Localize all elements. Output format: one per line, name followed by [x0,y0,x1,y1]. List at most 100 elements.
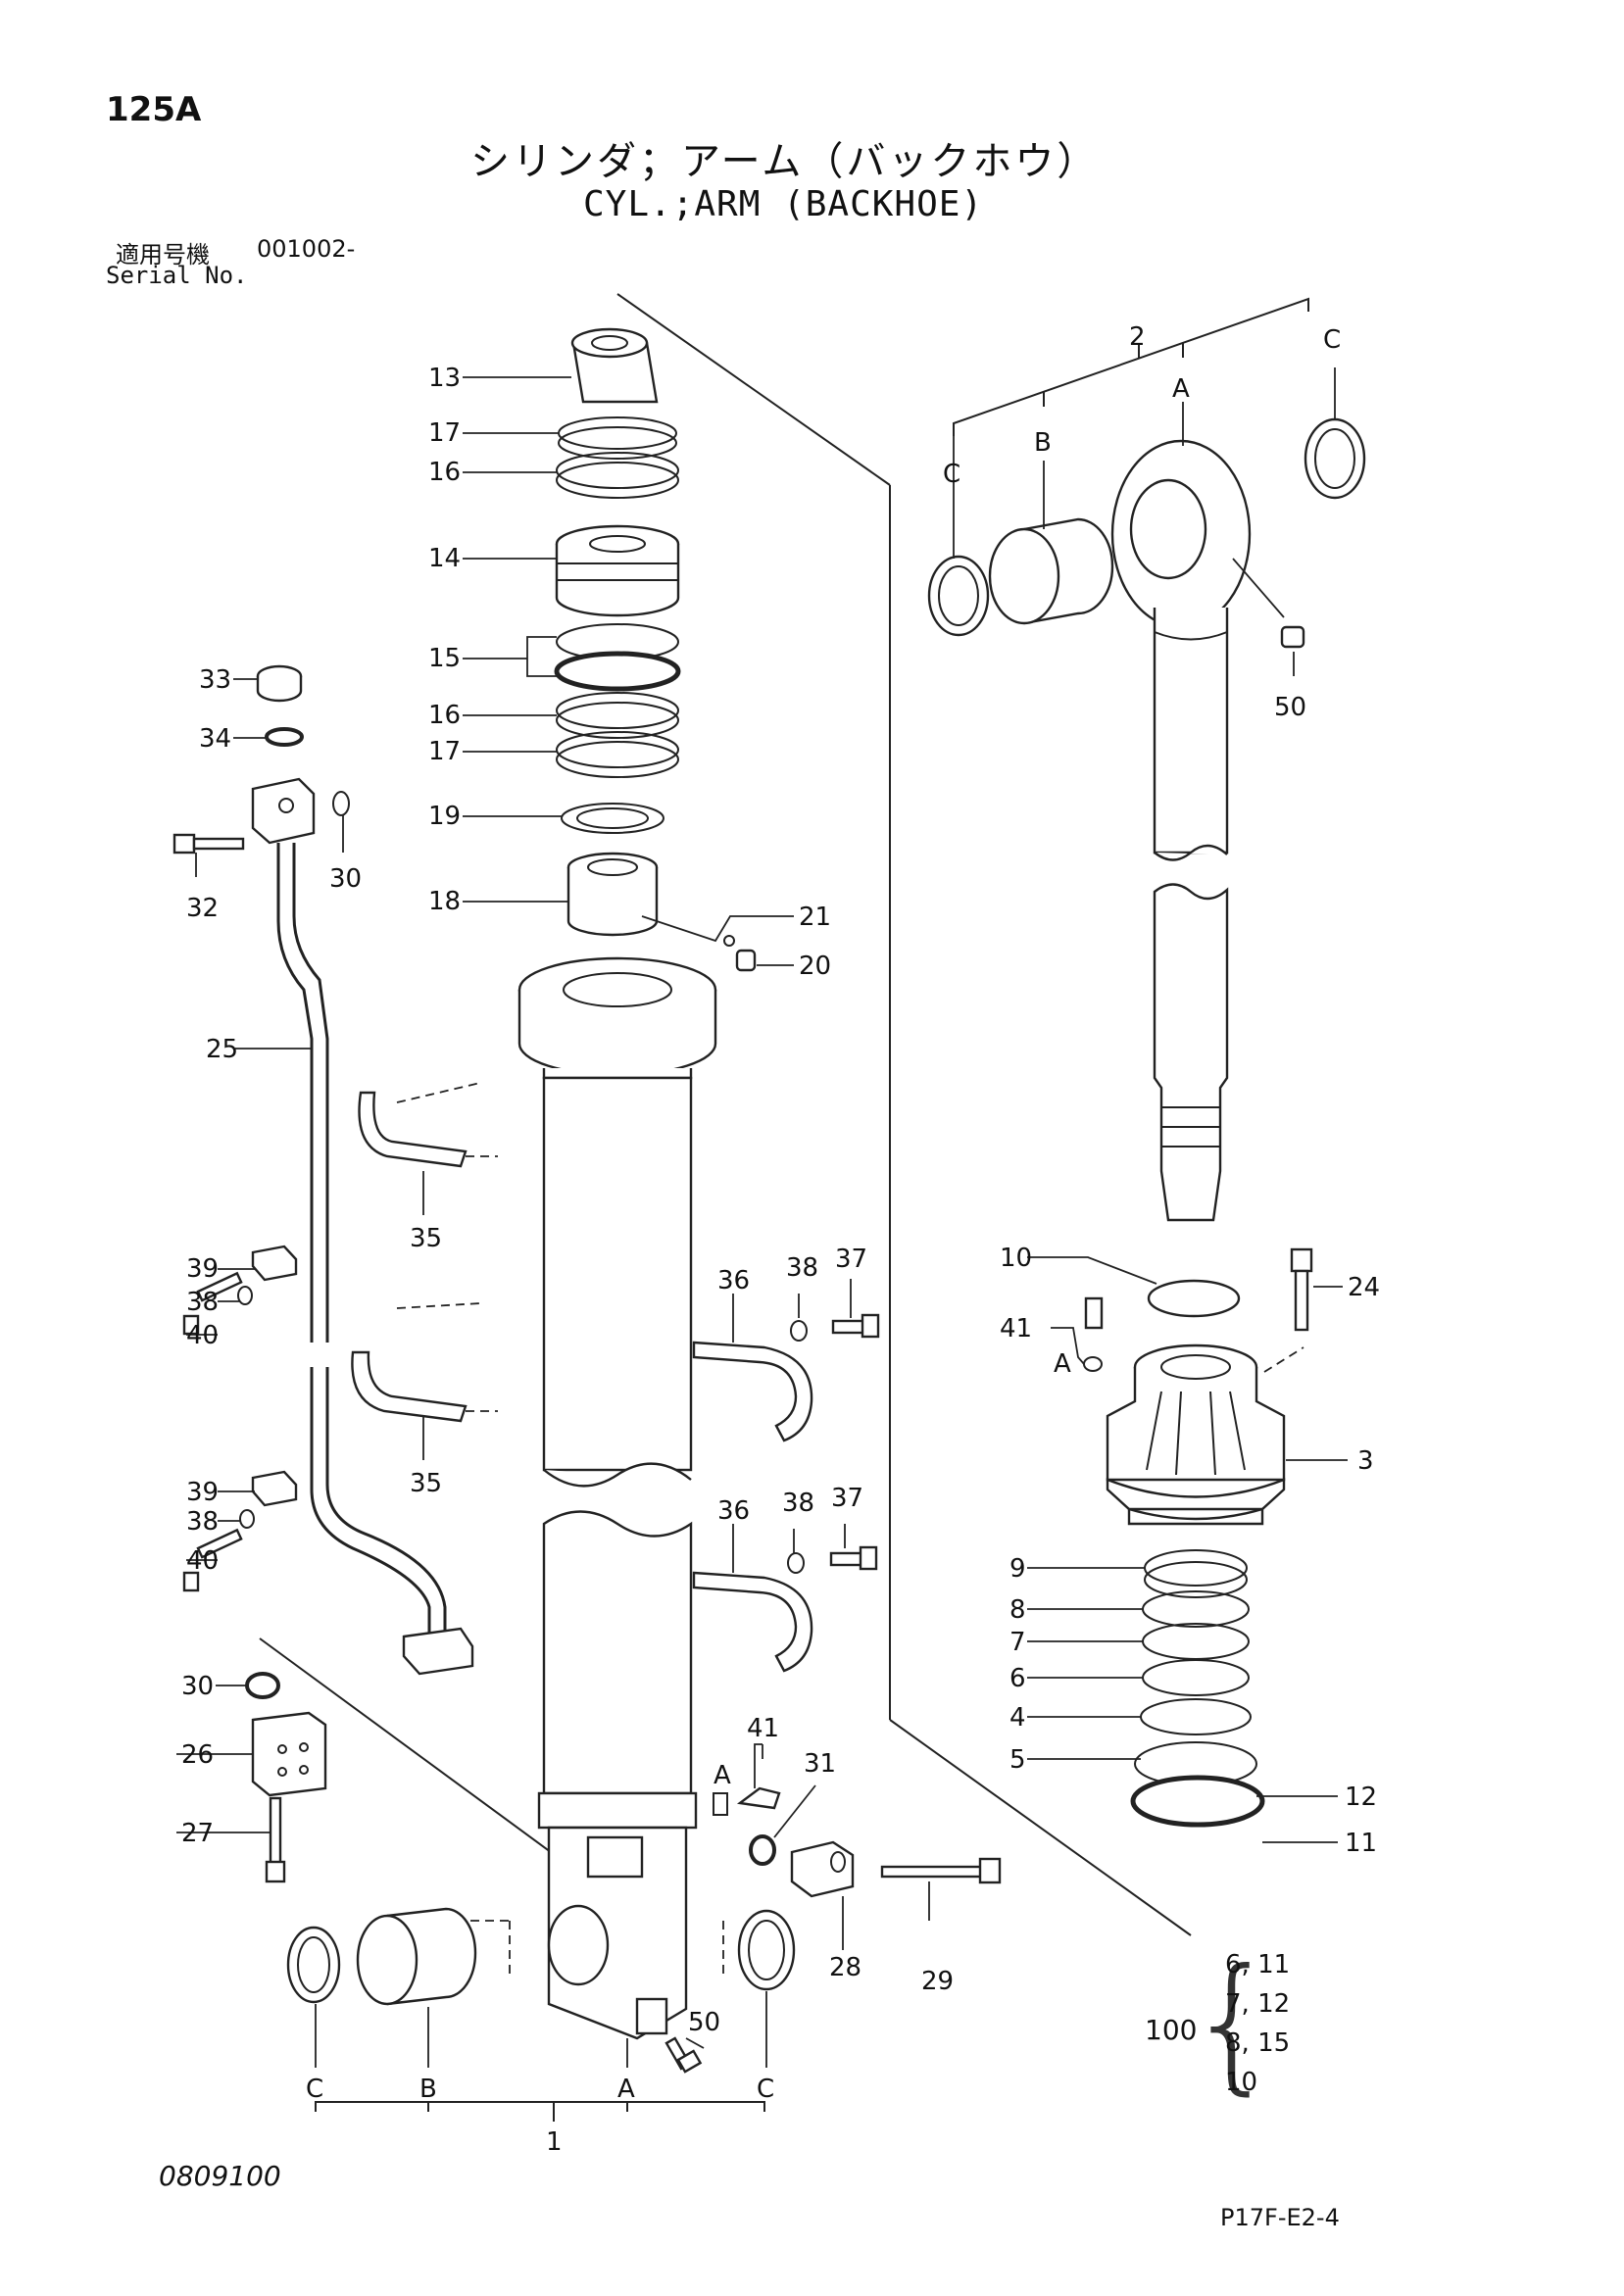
bushing-B-seals-C-upper [927,417,1366,649]
bushing-and-seals-lower [286,1907,796,2006]
bolt-32 [172,833,245,855]
callout: 35 [410,1224,442,1253]
elbow-block [251,777,350,845]
assembly-1-bracket [315,1991,767,2122]
kit-item: 7, 12 [1225,1989,1291,2019]
kit-number: 100 [1145,2014,1198,2046]
bolt-50-lower [664,2036,703,2074]
callout: A [1172,374,1190,404]
serial-label-english: Serial No. [106,262,248,289]
callout: 50 [688,2008,720,2037]
callout: 6 [1009,1664,1026,1693]
callout: 28 [829,1953,861,1982]
leader-lines [176,367,1348,2049]
callout: 41 [1000,1314,1032,1343]
title-english: CYL.;ARM (BACKHOE) [583,184,984,224]
bushing-13 [570,327,659,404]
title-japanese: シリンダ；アーム（バックホウ） [470,139,1100,184]
callout: 50 [1274,693,1306,722]
callout: C [757,2075,774,2104]
callout: 36 [717,1266,750,1295]
callout: 21 [799,903,831,932]
piston-14 [555,524,680,617]
callout: 7 [1009,1628,1026,1657]
port-block-28-bolt-29 [713,1786,1002,1898]
kit-item: 10 [1225,2068,1258,2097]
callout: 25 [206,1035,238,1064]
callout: 35 [410,1469,442,1498]
oring-30 [245,1672,280,1699]
callout: 10 [1000,1244,1032,1273]
serial-value: 001002- [257,235,356,263]
callout: 41 [747,1714,779,1743]
callout: 15 [428,644,461,673]
callout-labels: 13 17 16 14 15 16 17 19 18 21 20 33 34 3… [181,322,1380,2157]
callout: 39 [186,1254,219,1284]
oring-10-bolt-24-fitting-41 [1083,1247,1313,1372]
callout: A [714,1761,731,1790]
callout: 37 [831,1484,863,1513]
callout: 38 [782,1489,814,1518]
callout: 33 [199,665,231,695]
rod-head-flange [517,956,717,1080]
callout: B [419,2075,437,2104]
callout: 13 [428,364,461,393]
callout: 5 [1009,1745,1026,1775]
callout: 1 [546,2127,563,2157]
callout: 31 [804,1749,836,1779]
callout: 38 [186,1507,219,1537]
callout: C [943,460,960,489]
callout: A [1054,1349,1071,1379]
callout: 3 [1357,1446,1374,1476]
callout: 27 [181,1819,214,1848]
callout: 38 [786,1253,818,1283]
clip-39-40 [182,1245,298,1592]
assembly-2-bracket [953,297,1309,436]
callout: 17 [428,737,461,766]
callout: 38 [186,1288,219,1317]
seal-stack-9-to-11 [1130,1549,1265,1828]
seal-rings-17-16 [556,416,679,499]
callout: 14 [428,544,461,573]
setscrew-20-ball-21 [723,935,757,972]
document-number: 0809100 [159,2160,281,2192]
page-code: 125A [106,90,202,129]
callout: B [1034,428,1052,458]
callout: 36 [717,1496,750,1526]
serial-label-japanese: 適用号機 [116,241,210,269]
callout: 32 [186,894,219,923]
callout: 24 [1348,1273,1380,1302]
cylinder-tube-lower [537,1510,698,2040]
callout: 37 [835,1245,867,1274]
callout: 16 [428,701,461,730]
clamps-35 [351,1082,498,1423]
callout: 9 [1009,1554,1026,1584]
callout: A [617,2075,635,2104]
callout: 12 [1345,1783,1377,1812]
kit-brace: { [1186,1938,1280,2109]
kit-item: 8, 15 [1225,2028,1291,2058]
clamps-36-bolts-37-38 [692,1313,880,1673]
rod-eye [1110,439,1252,1222]
callout: 19 [428,802,461,831]
callout: 17 [428,418,461,448]
callout: C [1323,325,1341,355]
washer-19 [561,803,664,834]
block-26-bolt-27 [251,1711,327,1883]
callout: 20 [799,952,831,981]
callout: 30 [181,1672,214,1701]
callout: 26 [181,1740,214,1770]
callout: 16 [428,458,461,487]
gland-3 [1106,1343,1304,1526]
callout: 18 [428,887,461,916]
callout: 8 [1009,1595,1026,1625]
callout: C [306,2075,323,2104]
callout: 40 [186,1321,219,1350]
callout: 4 [1009,1703,1026,1733]
callout: 11 [1345,1829,1377,1858]
callout: 39 [186,1478,219,1507]
plug-33-oring-34 [256,664,304,747]
callout: 29 [921,1967,954,1996]
cylinder-tube-upper [542,1076,693,1488]
